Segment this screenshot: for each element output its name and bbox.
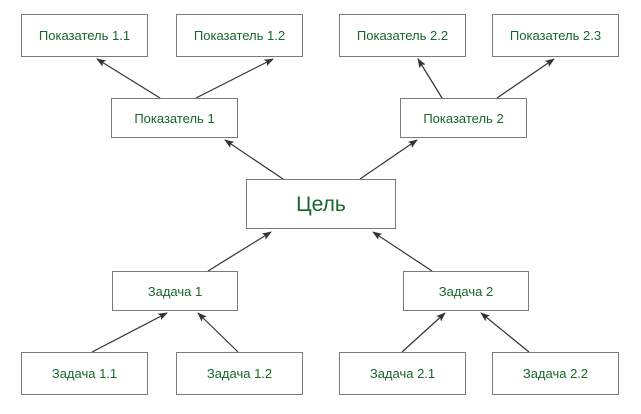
e-task11-to-task1 bbox=[91, 312, 168, 353]
e-task21-to-task2 bbox=[401, 312, 446, 353]
e-ind1-to-ind11 bbox=[96, 58, 161, 99]
e-task1-to-goal bbox=[207, 231, 272, 272]
e-task22-to-task2 bbox=[480, 312, 530, 353]
node-task-1-1[interactable]: Задача 1.1 bbox=[21, 352, 148, 395]
node-label: Задача 1.2 bbox=[206, 366, 273, 381]
e-goal-to-ind2 bbox=[359, 139, 418, 180]
node-label: Показатель 2 bbox=[423, 110, 504, 126]
node-indicator-2[interactable]: Показатель 2 bbox=[400, 98, 527, 138]
e-goal-to-ind1 bbox=[224, 139, 284, 180]
node-label: Показатель 2.3 bbox=[509, 28, 602, 43]
node-label: Показатель 1.2 bbox=[193, 28, 286, 43]
node-label: Показатель 1 bbox=[134, 110, 215, 126]
node-task-2-2[interactable]: Задача 2.2 bbox=[492, 352, 619, 395]
node-task-2[interactable]: Задача 2 bbox=[403, 271, 529, 311]
node-label: Задача 1 bbox=[147, 283, 203, 299]
node-label: Задача 2.2 bbox=[522, 366, 589, 381]
node-label: Показатель 1.1 bbox=[38, 28, 131, 43]
e-ind2-to-ind22 bbox=[417, 58, 443, 99]
node-task-1[interactable]: Задача 1 bbox=[112, 271, 238, 311]
node-label: Задача 1.1 bbox=[51, 366, 118, 381]
node-label: Задача 2 bbox=[438, 283, 494, 299]
node-label: Показатель 2.2 bbox=[356, 28, 449, 43]
node-indicator-2-2[interactable]: Показатель 2.2 bbox=[339, 14, 466, 57]
node-label: Цель bbox=[296, 192, 346, 216]
node-goal[interactable]: Цель bbox=[246, 179, 396, 229]
node-task-1-2[interactable]: Задача 1.2 bbox=[176, 352, 303, 395]
node-task-2-1[interactable]: Задача 2.1 bbox=[339, 352, 466, 395]
node-indicator-1-2[interactable]: Показатель 1.2 bbox=[176, 14, 303, 57]
e-task2-to-goal bbox=[372, 231, 433, 272]
e-ind2-to-ind23 bbox=[496, 58, 555, 99]
node-indicator-1[interactable]: Показатель 1 bbox=[111, 98, 238, 138]
e-task12-to-task1 bbox=[197, 312, 239, 353]
node-label: Задача 2.1 bbox=[369, 366, 436, 381]
node-indicator-2-3[interactable]: Показатель 2.3 bbox=[492, 14, 619, 57]
node-indicator-1-1[interactable]: Показатель 1.1 bbox=[21, 14, 148, 57]
e-ind1-to-ind12 bbox=[195, 58, 274, 99]
